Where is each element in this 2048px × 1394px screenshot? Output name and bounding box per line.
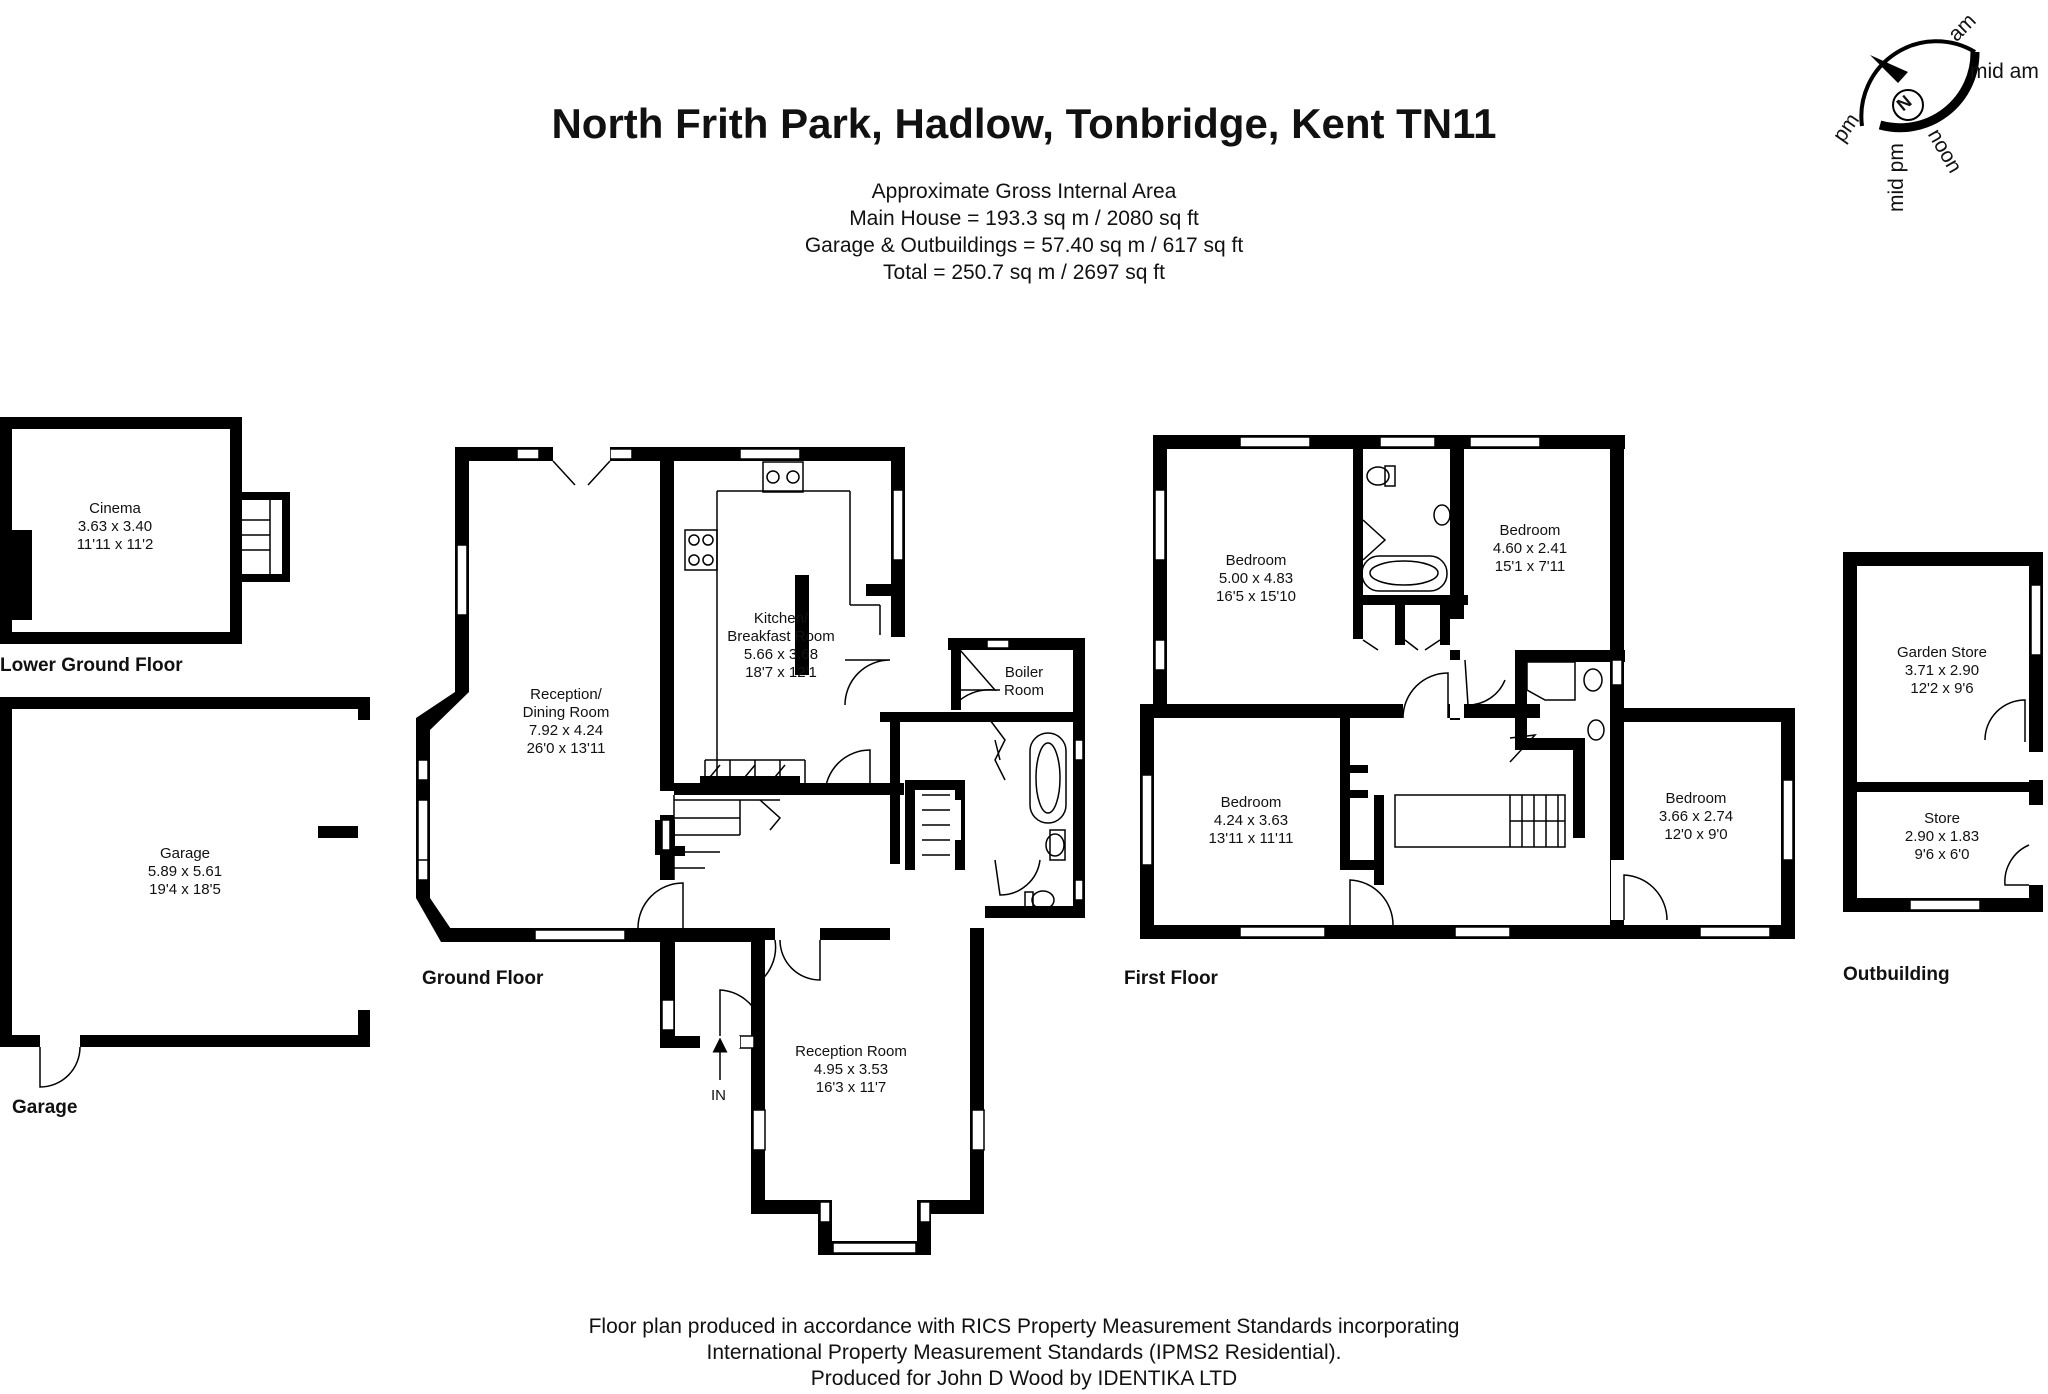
room-name: Garden Store <box>1896 644 1988 661</box>
room-metric: 7.92 x 4.24 <box>528 722 604 739</box>
room-metric: 4.95 x 3.53 <box>813 1061 889 1078</box>
first-floor-label: First Floor <box>1124 968 1218 989</box>
room-metric: 5.00 x 4.83 <box>1218 570 1294 587</box>
room-metric: 5.89 x 5.61 <box>147 863 223 880</box>
room-imperial: 11'11 x 11'2 <box>76 536 154 553</box>
outbuilding-openings <box>1985 728 2043 885</box>
lower-ground-floor-walls <box>0 417 290 644</box>
room-imperial: 16'5 x 15'10 <box>1216 588 1296 605</box>
room-bedroom-2: Bedroom 4.60 x 2.41 15'1 x 7'11 <box>1493 522 1567 576</box>
room-name: Bedroom <box>1225 552 1287 569</box>
lower-ground-floor-label: Lower Ground Floor <box>0 655 183 676</box>
outbuilding-label: Outbuilding <box>1843 964 1950 985</box>
ground-floor-windows <box>417 448 1084 1254</box>
room-imperial: 18'7 x 12'1 <box>745 664 817 681</box>
first-floor-openings <box>1353 660 1624 925</box>
ground-floor-openings <box>553 447 961 1048</box>
sun-path-arc <box>1878 51 1980 133</box>
garage-walls <box>0 697 370 1047</box>
ground-floor-walls <box>416 447 1085 1255</box>
ground-floor-label: Ground Floor <box>422 968 544 989</box>
area-heading: Approximate Gross Internal Area <box>871 180 1177 203</box>
room-imperial: 15'1 x 7'11 <box>1494 558 1566 575</box>
room-garden-store: Garden Store 3.71 x 2.90 12'2 x 9'6 <box>1897 644 1987 698</box>
room-imperial: 16'3 x 11'7 <box>815 1079 887 1096</box>
room-bedroom-4: Bedroom 3.66 x 2.74 12'0 x 9'0 <box>1659 790 1733 844</box>
first-floor-windows <box>1141 436 1794 938</box>
room-reception-dining: Reception/ Dining Room 7.92 x 4.24 26'0 … <box>523 686 610 758</box>
gross-internal-area: Approximate Gross Internal Area Main Hou… <box>0 178 2048 286</box>
cinema-stairs <box>230 500 271 574</box>
area-garage-outbuildings: Garage & Outbuildings = 57.40 sq m / 617… <box>804 234 1244 257</box>
room-boiler: Boiler Room <box>1004 664 1044 700</box>
room-name: Cinema <box>89 500 141 517</box>
room-imperial: 9'6 x 6'0 <box>1914 846 1970 863</box>
room-imperial: 12'0 x 9'0 <box>1664 826 1728 843</box>
ground-floor-door-swings <box>552 460 1041 1036</box>
outbuilding-windows <box>1909 584 2042 911</box>
room-name: Reception/ Dining Room <box>522 686 610 721</box>
room-imperial: 19'4 x 18'5 <box>149 881 221 898</box>
room-cinema: Cinema 3.63 x 3.40 11'11 x 11'2 <box>77 500 154 554</box>
room-bedroom-1: Bedroom 5.00 x 4.83 16'5 x 15'10 <box>1216 552 1296 606</box>
room-garage: Garage 5.89 x 5.61 19'4 x 18'5 <box>148 845 222 899</box>
room-name: Bedroom <box>1220 794 1282 811</box>
room-name: Garage <box>159 845 211 862</box>
room-reception-room: Reception Room 4.95 x 3.53 16'3 x 11'7 <box>795 1043 907 1097</box>
garage-door-swing <box>39 1046 81 1088</box>
room-store: Store 2.90 x 1.83 9'6 x 6'0 <box>1905 810 1979 864</box>
room-metric: 3.63 x 3.40 <box>77 518 153 535</box>
footer-line-3: Produced for John D Wood by IDENTIKA LTD <box>810 1367 1238 1390</box>
first-floor-door-swings <box>1349 519 1668 926</box>
compass <box>1859 39 1980 133</box>
first-floor-fixtures <box>1361 465 1605 848</box>
outbuilding-door-swings <box>1984 699 2030 886</box>
compass-mid-pm-label: mid pm <box>1885 143 1908 212</box>
room-metric: 5.66 x 3.68 <box>743 646 819 663</box>
room-metric: 3.71 x 2.90 <box>1904 662 1980 679</box>
room-bedroom-3: Bedroom 4.24 x 3.63 13'11 x 11'11 <box>1209 794 1294 848</box>
compass-mid-am-label: mid am <box>1970 60 2039 83</box>
room-kitchen-breakfast: Kitchen/ Breakfast Room 5.66 x 3.68 18'7… <box>727 610 835 682</box>
room-name: Bedroom <box>1665 790 1727 807</box>
room-metric: 4.24 x 3.63 <box>1213 812 1289 829</box>
compass-needle <box>1870 55 1908 83</box>
room-metric: 4.60 x 2.41 <box>1492 540 1568 557</box>
room-name: Boiler Room <box>1003 664 1045 699</box>
room-imperial: 13'11 x 11'11 <box>1208 830 1294 847</box>
footer-line-1: Floor plan produced in accordance with R… <box>588 1315 1460 1338</box>
entrance-label: IN <box>711 1087 726 1104</box>
footer: Floor plan produced in accordance with R… <box>0 1314 2048 1392</box>
area-total: Total = 250.7 sq m / 2697 sq ft <box>883 261 1165 284</box>
area-main-house: Main House = 193.3 sq m / 2080 sq ft <box>849 207 1199 230</box>
room-name: Bedroom <box>1499 522 1561 539</box>
garage-openings <box>40 720 370 1047</box>
room-name: Kitchen/ Breakfast Room <box>727 610 835 645</box>
garage-floor-label: Garage <box>12 1097 78 1118</box>
room-imperial: 12'2 x 9'6 <box>1910 680 1974 697</box>
footer-line-2: International Property Measurement Stand… <box>706 1341 1342 1364</box>
compass-dial <box>1892 89 1924 121</box>
room-name: Store <box>1924 810 1960 827</box>
room-name: Reception Room <box>795 1043 907 1060</box>
page-title: North Frith Park, Hadlow, Tonbridge, Ken… <box>551 100 1497 147</box>
room-metric: 3.66 x 2.74 <box>1658 808 1734 825</box>
room-imperial: 26'0 x 13'11 <box>526 740 606 757</box>
room-metric: 2.90 x 1.83 <box>1904 828 1980 845</box>
ground-floor-fixtures <box>673 461 1067 910</box>
